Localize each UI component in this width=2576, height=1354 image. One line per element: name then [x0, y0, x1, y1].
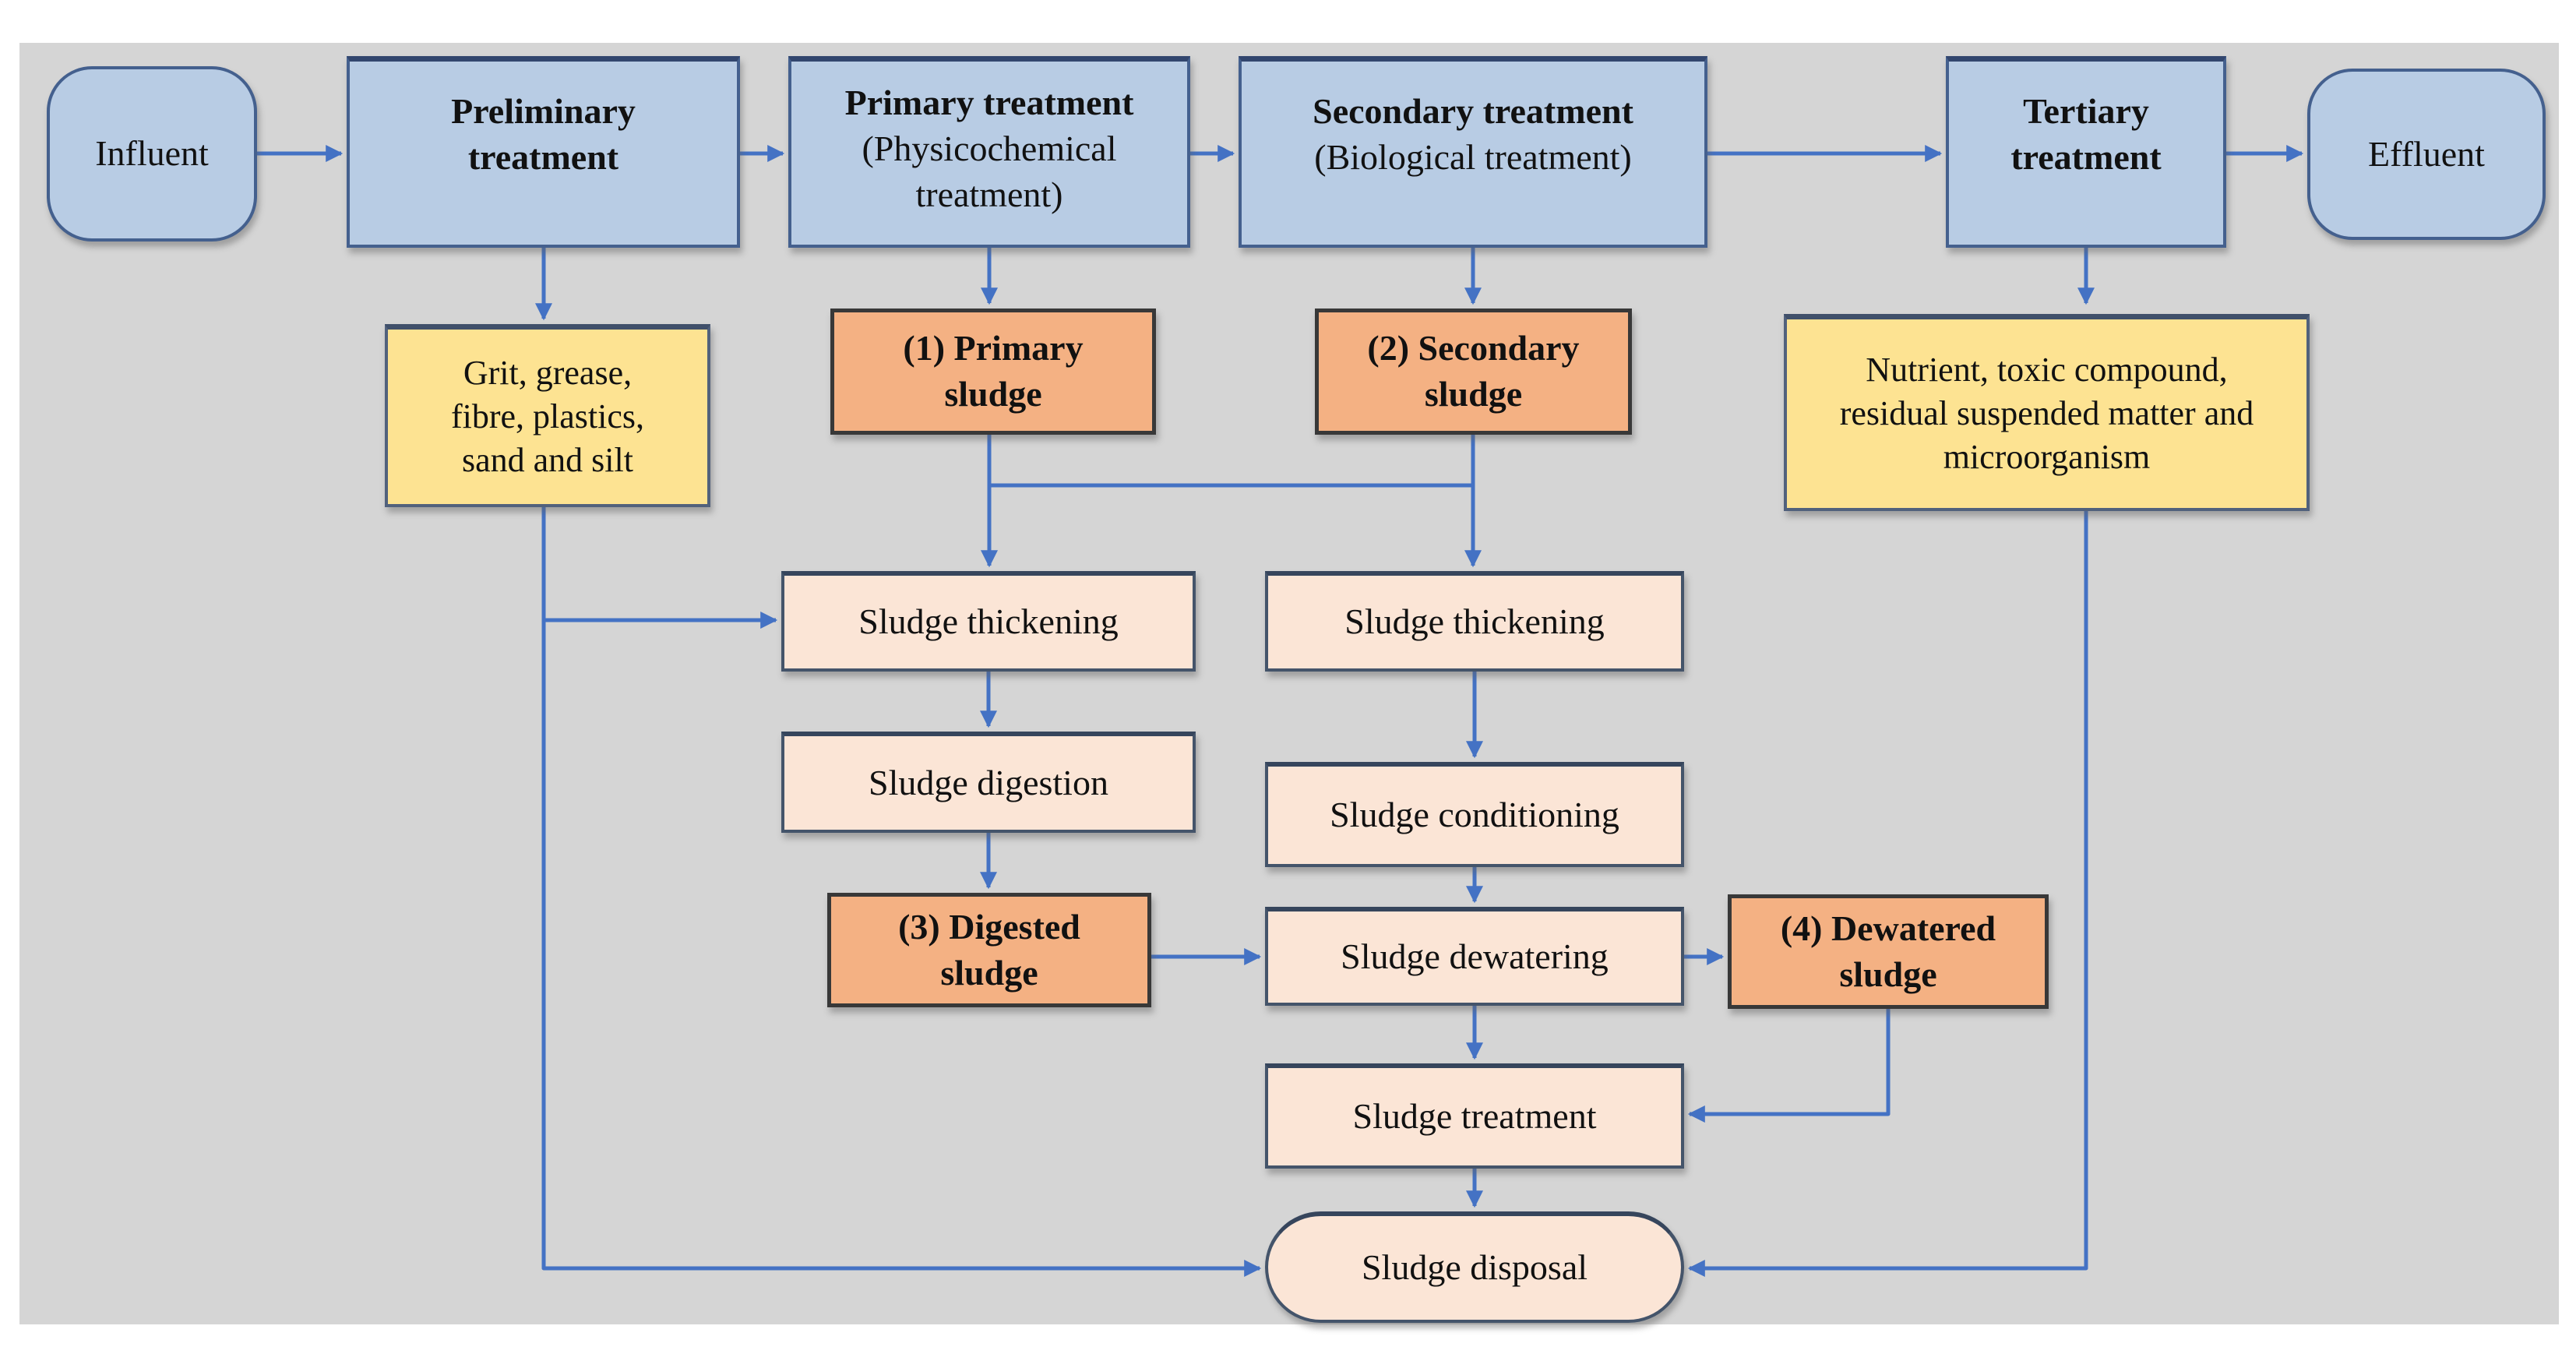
secondary-treatment-text: Secondary treatment (Biological treatmen… — [1313, 43, 1633, 227]
node-tertiary-treatment: Tertiary treatment — [1946, 56, 2226, 248]
node-effluent: Effluent — [2307, 69, 2546, 240]
connector-dewatered-sludge-treatment — [1687, 1009, 1891, 1123]
node-dewatered-sludge: (4) Dewatered sludge — [1728, 894, 2049, 1009]
node-digested-sludge: (3) Digested sludge — [827, 893, 1151, 1007]
node-secondary-treatment: Secondary treatment (Biological treatmen… — [1239, 56, 1707, 248]
node-preliminary-treatment: Preliminary treatment — [347, 56, 740, 248]
connector-grit-disposal — [541, 507, 1262, 1277]
node-nutrient-byproduct: Nutrient, toxic compound, residual suspe… — [1784, 314, 2310, 511]
node-secondary-sludge: (2) Secondary sludge — [1315, 309, 1632, 435]
node-primary-sludge: (1) Primary sludge — [830, 309, 1156, 435]
node-sludge-digestion: Sludge digestion — [781, 732, 1196, 833]
secondary-treatment-sublabel: (Biological treatment) — [1314, 136, 1632, 177]
primary-treatment-sublabel: (Physicochemical treatment) — [862, 129, 1117, 214]
node-sludge-dewatering: Sludge dewatering — [1265, 907, 1684, 1006]
node-sludge-disposal: Sludge disposal — [1265, 1211, 1684, 1323]
node-primary-treatment: Primary treatment (Physicochemical treat… — [788, 56, 1190, 248]
primary-treatment-text: Primary treatment (Physicochemical treat… — [845, 34, 1134, 263]
node-influent: Influent — [47, 66, 257, 242]
primary-treatment-label: Primary treatment — [844, 83, 1134, 123]
secondary-treatment-label: Secondary treatment — [1313, 90, 1633, 131]
node-sludge-thickening-right: Sludge thickening — [1265, 571, 1684, 672]
node-sludge-treatment: Sludge treatment — [1265, 1063, 1684, 1169]
node-sludge-thickening-left: Sludge thickening — [781, 571, 1196, 672]
node-grit-byproduct: Grit, grease, fibre, plastics, sand and … — [385, 324, 710, 507]
connector-nutrient-disposal — [1687, 511, 2088, 1277]
node-sludge-conditioning: Sludge conditioning — [1265, 762, 1684, 867]
